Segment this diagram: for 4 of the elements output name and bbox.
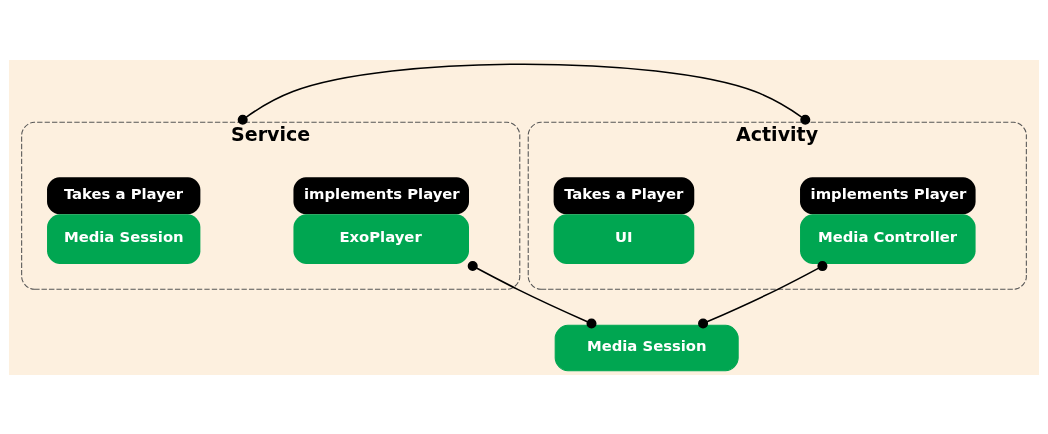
connector (237, 62, 811, 125)
node-box: Media Session (554, 324, 739, 371)
connector (698, 260, 828, 329)
connector (467, 260, 597, 328)
